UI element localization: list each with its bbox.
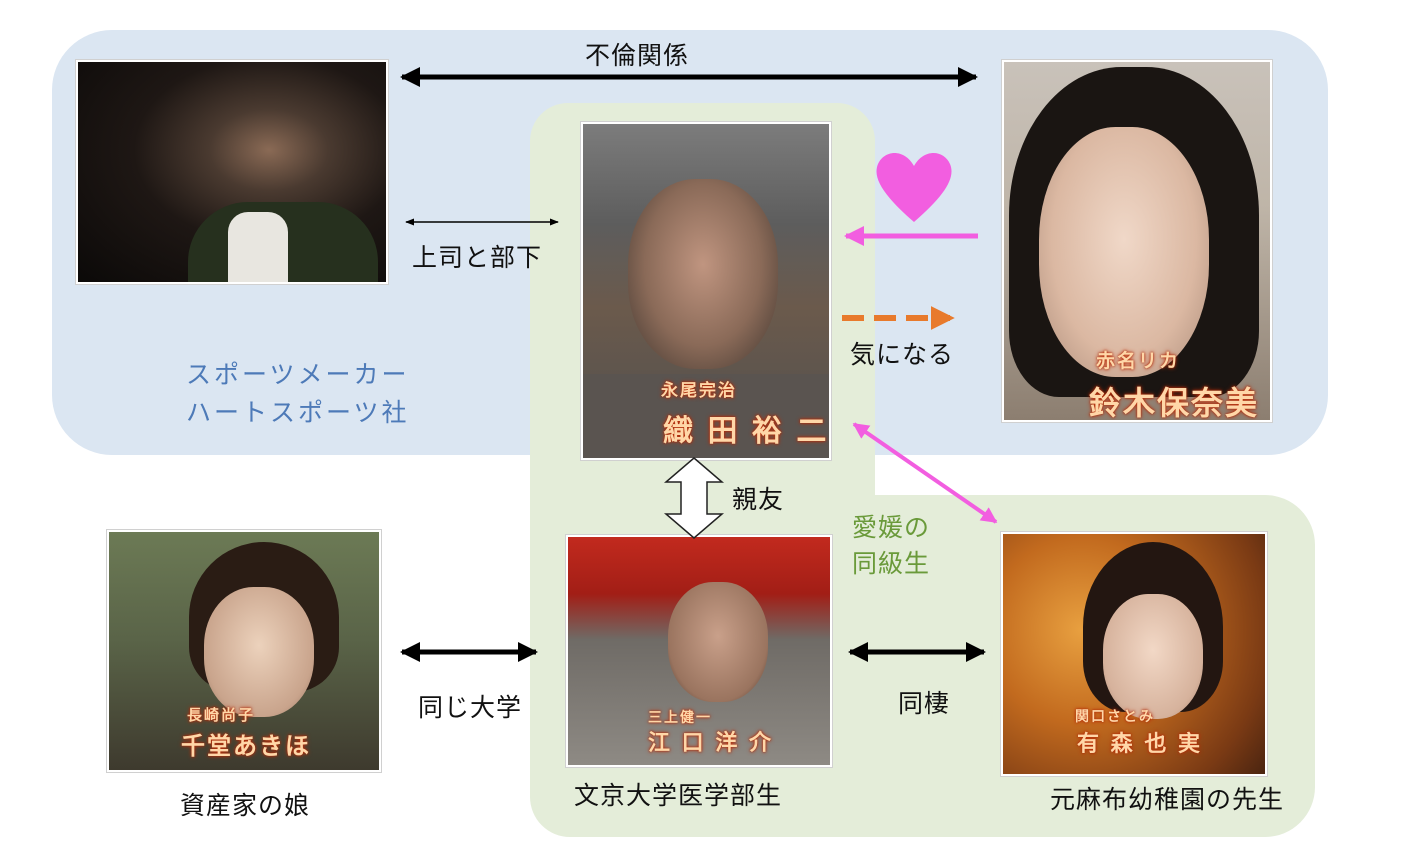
sekiguchi-caption-large: 有 森 也 実: [1077, 731, 1202, 757]
classmates-label: 愛媛の 同級生: [852, 513, 931, 578]
nagao-face: [628, 179, 778, 369]
mikami-photo: 三上健一 江 口 洋 介: [566, 535, 832, 767]
mikami-description: 文京大学医学部生: [574, 781, 783, 810]
best-friend-label: 親友: [732, 485, 785, 514]
nagasaki-caption-large: 千堂あきほ: [181, 731, 311, 760]
nagasaki-caption-small: 長崎尚子: [187, 706, 256, 724]
sekiguchi-face: [1103, 594, 1203, 719]
curious-label: 気になる: [850, 340, 955, 369]
nagao-suit: [583, 374, 829, 458]
sekiguchi-caption-small: 関口さとみ: [1075, 709, 1155, 725]
nagasaki-description: 資産家の娘: [180, 791, 311, 820]
rika-caption-small: 赤名リカ: [1096, 350, 1181, 372]
boss-photo: [76, 60, 388, 284]
mikami-face: [668, 582, 768, 702]
classmates-arrow: [852, 422, 998, 524]
rika-face: [1039, 127, 1209, 377]
company-label: スポーツメーカー ハートスポーツ社: [186, 360, 410, 427]
mikami-caption-large: 江 口 洋 介: [648, 730, 773, 756]
boss-collar: [228, 212, 288, 282]
affair-label: 不倫関係: [585, 41, 690, 70]
rika-photo: 赤名リカ 鈴木保奈美: [1002, 60, 1272, 422]
sekiguchi-photo: 関口さとみ 有 森 也 実: [1001, 532, 1267, 776]
nagasaki-photo: 長崎尚子 千堂あきほ: [107, 530, 381, 772]
mikami-caption-small: 三上健一: [648, 710, 712, 726]
sekiguchi-description: 元麻布幼稚園の先生: [1050, 785, 1285, 814]
nagao-photo: 永尾完治 織 田 裕 二: [581, 122, 831, 460]
nagao-caption-large: 織 田 裕 二: [663, 414, 829, 449]
boss-subordinate-label: 上司と部下: [412, 243, 543, 272]
heart-icon: [876, 153, 952, 222]
rika-caption-large: 鈴木保奈美: [1089, 384, 1260, 422]
nagao-caption-small: 永尾完治: [661, 381, 737, 401]
cohabit-label: 同棲: [898, 689, 951, 718]
same-university-label: 同じ大学: [418, 693, 523, 722]
best-friend-arrow: [663, 457, 725, 539]
nagasaki-face: [204, 587, 314, 717]
